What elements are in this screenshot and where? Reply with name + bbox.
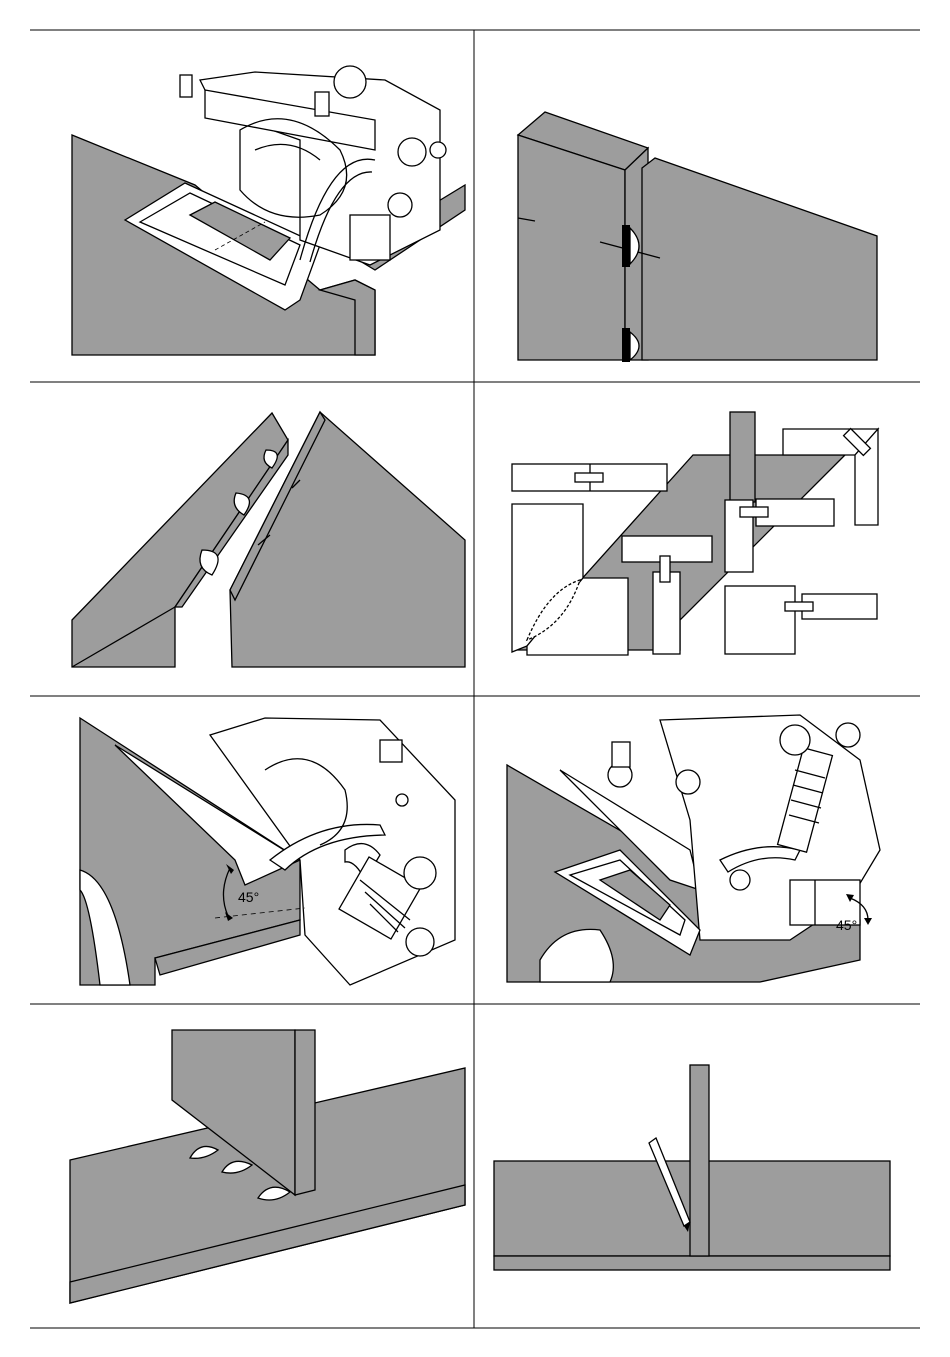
panel-angle-cut-right: 45°: [507, 715, 880, 982]
angle-label-left: 45°: [238, 889, 259, 905]
panel-corner-butt-joint: [518, 112, 877, 362]
angle-label-right: 45°: [836, 917, 857, 933]
panel-mitre-joint-slots: [72, 412, 465, 667]
panel-t-joint-slots: [70, 1030, 465, 1303]
panel-angle-cut-left: 45°: [80, 718, 455, 985]
panel-joint-types-overview: [512, 412, 878, 655]
panel-t-joint-marking: [494, 1065, 890, 1270]
panel-biscuit-joiner-on-edge: [72, 66, 465, 355]
